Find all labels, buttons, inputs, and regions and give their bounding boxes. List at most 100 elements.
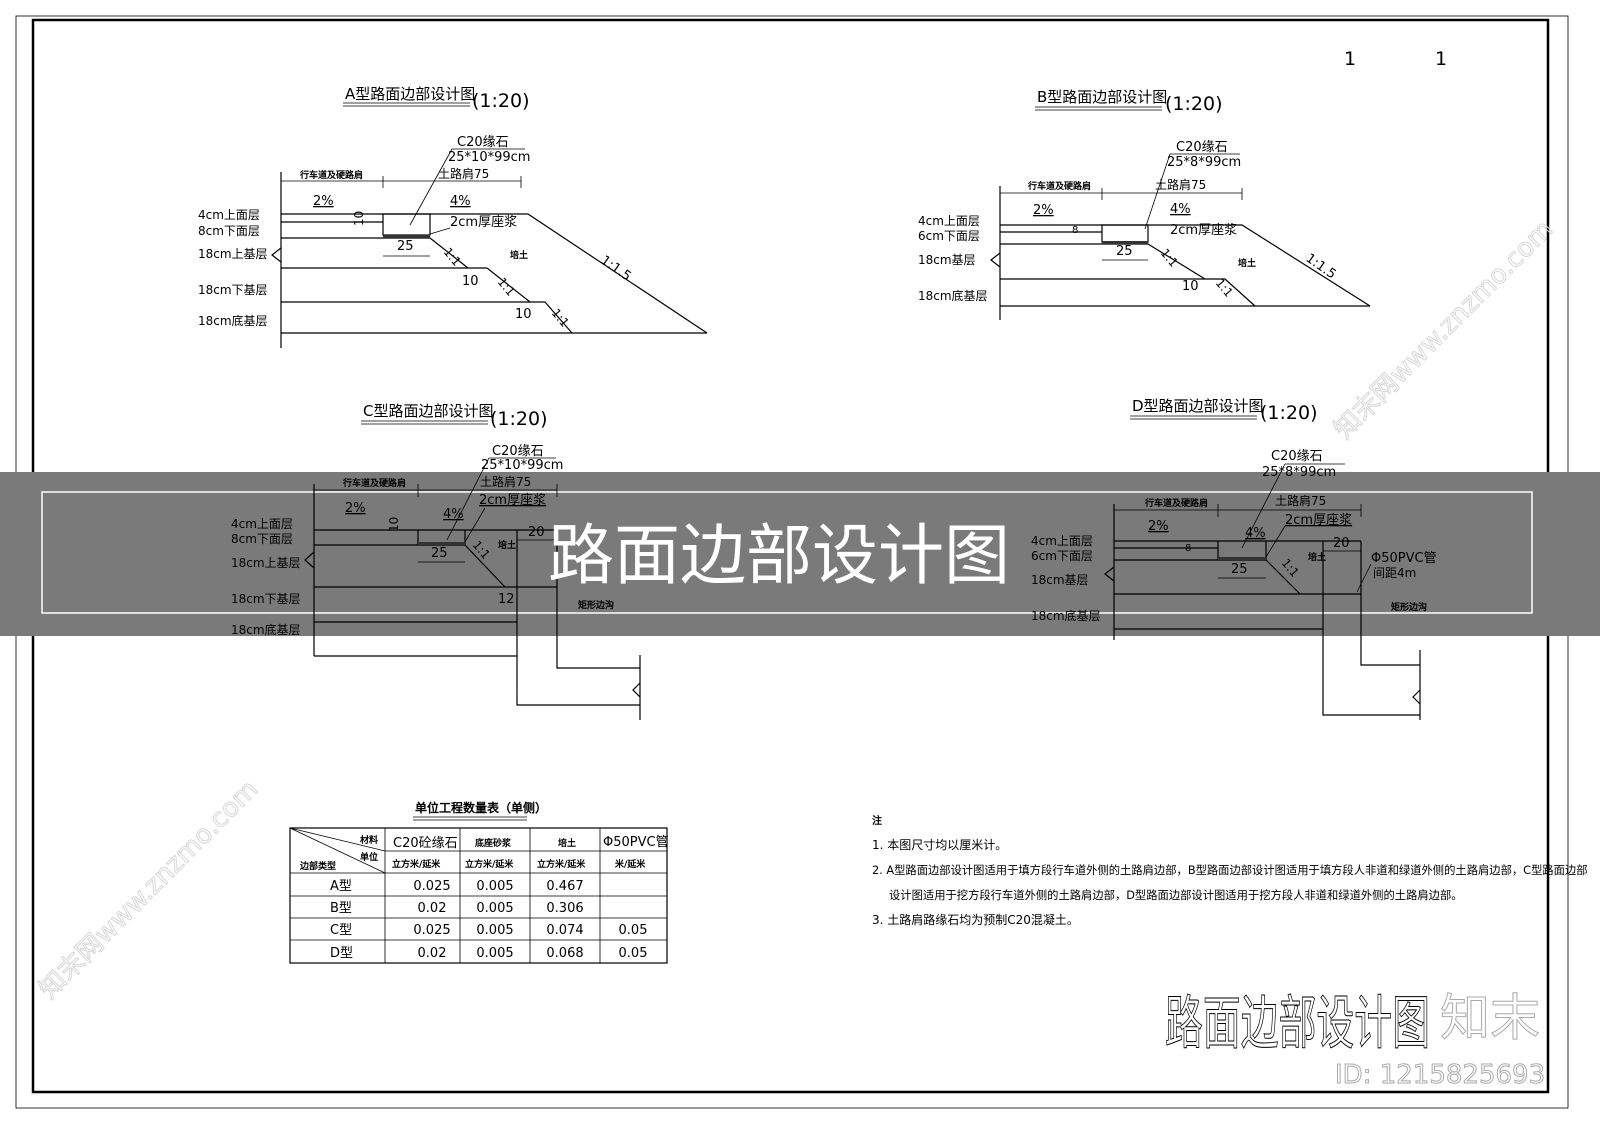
corner-unit: 单位 [360, 851, 378, 863]
ditch-label: 矩形边沟 [577, 599, 614, 611]
lane-label: 行车道及硬路肩 [342, 477, 406, 489]
mortar-label: 2cm厚座浆 [1170, 223, 1237, 238]
lane-slope: 2% [1033, 203, 1054, 218]
drawing-a: A型路面边部设计图 (1:20) C20缘石 25*10*99cm 行车道及硬路… [198, 85, 708, 348]
column-header: 底座砂浆 [475, 837, 512, 849]
offset-dimension: 12 [498, 592, 515, 607]
mortar-label: 2cm厚座浆 [479, 493, 546, 508]
pipe-spacing: 间距4m [1373, 566, 1416, 580]
shoulder-label: 土路肩75 [1275, 493, 1326, 508]
table-cell: 0.005 [476, 946, 513, 961]
mortar-label: 2cm厚座浆 [1285, 513, 1352, 528]
layer-label: 8cm下面层 [198, 224, 260, 238]
curb-height: 8 [1185, 543, 1191, 554]
column-unit: 立方米/延米 [537, 858, 586, 870]
fill-label: 培土 [510, 249, 528, 261]
watermark-text: 知末网www.znzmo.com [1329, 214, 1560, 445]
table-cell: 0.05 [619, 923, 648, 938]
slope-ratio: 1:1 [1158, 246, 1181, 270]
note-item: 3. 土路肩路缘石均为预制C20混凝土。 [872, 912, 1079, 927]
table-cell: 0.02 [418, 946, 447, 961]
table-cell: 0.025 [413, 879, 450, 894]
curb-size: 25*10*99cm [448, 150, 530, 165]
drawing-title: C型路面边部设计图 [363, 402, 493, 420]
column-unit: 立方米/延米 [392, 858, 441, 870]
layer-label: 18cm底基层 [198, 313, 268, 328]
sheet-title: 路面边部设计图 [1165, 989, 1430, 1057]
ditch-width: 20 [528, 525, 545, 540]
column-header: C20砼缘石 [393, 836, 458, 851]
table-title: 单位工程数量表（单侧） [415, 800, 547, 815]
shoulder-slope: 4% [450, 194, 471, 209]
curb-label: C20缘石 [1176, 140, 1228, 155]
curb-width: 25 [431, 546, 448, 561]
drawing-c: C型路面边部设计图 (1:20) C20缘石 25*10*99cm 行车道及硬路… [231, 402, 641, 720]
mortar-label: 2cm厚座浆 [450, 215, 517, 230]
layer-label: 4cm上面层 [918, 214, 980, 228]
banner-title: 路面边部设计图 [548, 517, 1010, 594]
shoulder-label: 土路肩75 [1155, 177, 1206, 192]
banner-background [0, 472, 1600, 636]
table-cell: 0.005 [476, 901, 513, 916]
lane-slope: 2% [1148, 519, 1169, 534]
lane-label: 行车道及硬路肩 [1144, 497, 1208, 509]
page-total: 1 [1435, 48, 1447, 70]
table-cell: 0.306 [546, 901, 583, 916]
shoulder-slope: 4% [443, 507, 464, 522]
notes: 注 1. 本图尺寸均以厘米计。 2. A型路面边部设计图适用于填方段行车道外侧的… [872, 814, 1588, 927]
layer-label: 18cm下基层 [231, 592, 301, 606]
curb-label: C20缘石 [1271, 449, 1323, 464]
watermark-logo: 知末 [1440, 989, 1540, 1047]
drawing-d: D型路面边部设计图 (1:20) C20缘石 25*8*99cm 行车道及硬路肩… [1031, 397, 1437, 720]
table-cell: 0.005 [476, 923, 513, 938]
curb-width: 25 [1116, 244, 1133, 259]
quantity-table: 单位工程数量表（单侧） 材料 单位 边部类型 C20砼缘石 底座砂浆 培土 Φ5… [289, 800, 669, 964]
row-type: D型 [330, 946, 353, 961]
layer-label: 18cm上基层 [198, 247, 268, 261]
row-type: C型 [330, 923, 352, 938]
watermark-text: 知末网www.znzmo.com [34, 774, 265, 1005]
curb-width: 25 [1231, 562, 1248, 577]
slope-ratio: 1:1.5 [598, 253, 634, 284]
curb-height: 10 [387, 517, 401, 532]
layer-label: 18cm底基层 [918, 288, 988, 303]
drawing-scale: (1:20) [490, 408, 548, 430]
shoulder-slope: 4% [1170, 202, 1191, 217]
banner-outline [41, 491, 1533, 614]
title-banner [0, 472, 1600, 636]
table-cell: 0.068 [546, 946, 583, 961]
layer-label: 4cm上面层 [1031, 534, 1093, 548]
drawing-title: A型路面边部设计图 [345, 85, 475, 103]
curb-label: C20缘石 [457, 135, 509, 150]
table-cell: 0.467 [546, 879, 583, 894]
note-item: 2. A型路面边部设计图适用于填方段行车道外侧的土路肩边部，B型路面边部设计图适… [872, 863, 1588, 877]
table-cell: 0.02 [418, 901, 447, 916]
layer-label: 18cm底基层 [231, 622, 301, 637]
curb-height: 8 [1072, 225, 1078, 236]
note-item: 1. 本图尺寸均以厘米计。 [872, 838, 1007, 852]
layer-label: 4cm上面层 [198, 208, 260, 222]
table-cell: 0.025 [413, 923, 450, 938]
corner-type: 边部类型 [299, 860, 336, 872]
fill-label: 培土 [1238, 257, 1256, 269]
ditch-label: 矩形边沟 [1390, 601, 1427, 613]
drawing-scale: (1:20) [1260, 402, 1318, 424]
layer-label: 18cm基层 [1031, 573, 1089, 587]
row-type: A型 [330, 879, 352, 894]
step-width: 10 [462, 274, 479, 289]
fill-label: 培土 [1308, 551, 1326, 563]
layer-label: 8cm下面层 [231, 532, 293, 546]
lane-slope: 2% [313, 194, 334, 209]
column-header: Φ50PVC管 [603, 835, 669, 850]
drawing-b: B型路面边部设计图 (1:20) C20缘石 25*8*99cm 行车道及硬路肩… [918, 88, 1371, 320]
table-cell: 0.05 [619, 946, 648, 961]
watermark-id: ID: 1215825693 [1335, 1060, 1545, 1090]
note-item: 设计图适用于挖方段行车道外侧的土路肩边部，D型路面边部设计图适用于挖方段人非道和… [889, 888, 1463, 902]
curb-label: C20缘石 [492, 444, 544, 459]
curb-size: 25*8*99cm [1262, 465, 1336, 480]
